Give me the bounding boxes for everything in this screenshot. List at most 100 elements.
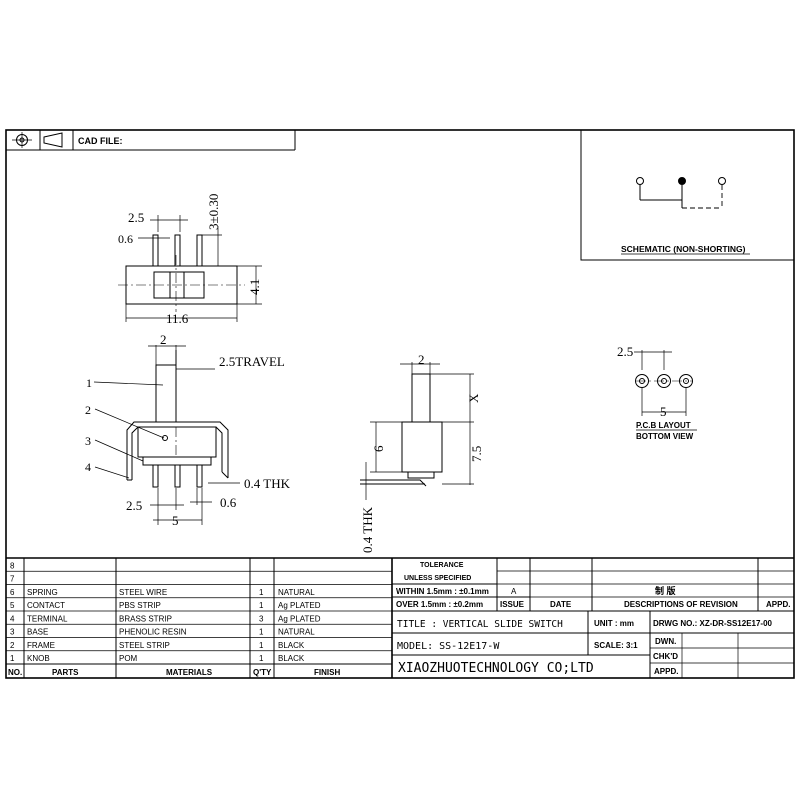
pcb-dim-pitch: 2.5: [617, 344, 633, 359]
bom-cell-no: 4: [10, 614, 15, 623]
bom-cell-finish: NATURAL: [278, 628, 315, 637]
side-dim-total: 7.5: [469, 446, 484, 462]
top-dim-body-height: 4.1: [247, 279, 262, 295]
bom-cell-no: 1: [10, 654, 15, 663]
front-thk-label: 0.4 THK: [244, 476, 291, 491]
pcb-sub-label: BOTTOM VIEW: [636, 432, 694, 441]
front-view-terminal: [174, 464, 181, 488]
bom-cell-qty: 1: [259, 601, 264, 610]
bom-cell-material: BRASS STRIP: [119, 614, 172, 623]
bom-cell-no: 6: [10, 588, 15, 597]
cad-file-header: CAD FILE:: [6, 130, 296, 151]
bom-cell-qty: 1: [259, 628, 264, 637]
revision-appd-header: APPD.: [766, 600, 790, 609]
bom-cell-material: STEEL STRIP: [119, 641, 170, 650]
schematic-label: SCHEMATIC (NON-SHORTING): [621, 244, 746, 254]
top-dim-pitch: 2.5: [128, 210, 144, 225]
tolerance-over: OVER 1.5mm : ±0.2mm: [396, 600, 483, 609]
drawing-title: TITLE : VERTICAL SLIDE SWITCH: [397, 619, 563, 630]
side-view-terminal: [360, 479, 427, 487]
bom-cell-finish: Ag PLATED: [278, 601, 321, 610]
bom-row: 4 TERMINAL BRASS STRIP 3 Ag PLATED: [10, 614, 321, 623]
top-dim-pin-height: 3±0.30: [206, 194, 221, 230]
bom-cell-no: 2: [10, 641, 15, 650]
bom-header-qty: Q'TY: [253, 668, 272, 677]
schematic-terminal-left: [636, 177, 644, 185]
bom-header-part: PARTS: [52, 668, 79, 677]
bom-cell-finish: Ag PLATED: [278, 614, 321, 623]
bom-cell-part: BASE: [27, 628, 48, 637]
front-dim-pin: 0.6: [220, 495, 237, 510]
tolerance-revision-block: TOLERANCE UNLESS SPECIFIED WITHIN 1.5mm …: [392, 558, 794, 612]
callout-4: 4: [85, 460, 91, 474]
pcb-dim-span: 5: [660, 404, 667, 419]
front-view-knob: [155, 364, 177, 423]
bom-cell-part: KNOB: [27, 654, 50, 663]
bom-cell-qty: 1: [259, 588, 264, 597]
checked-by-label: CHK'D: [653, 652, 678, 661]
pcb-label: P.C.B LAYOUT: [636, 421, 691, 430]
front-view-frame: [126, 421, 229, 480]
bom-row: 7: [10, 575, 15, 584]
bom-header-material: MATERIALS: [166, 668, 213, 677]
revision-letter: A: [511, 587, 517, 596]
top-view-pin: [196, 234, 203, 267]
front-travel-label: 2.5TRAVEL: [219, 354, 285, 369]
tolerance-title: TOLERANCE: [420, 562, 464, 569]
callout-3: 3: [85, 434, 91, 448]
projection-symbol-icon: [12, 132, 63, 148]
callout-1: 1: [86, 376, 92, 390]
front-view-terminal: [152, 464, 159, 488]
bom-cell-qty: 3: [259, 614, 264, 623]
top-view-pin: [174, 234, 181, 267]
bom-header-no: NO.: [8, 668, 22, 677]
approved-by-label: APPD.: [654, 667, 678, 676]
bom-cell-part: CONTACT: [27, 601, 65, 610]
bom-cell-no: 8: [10, 561, 15, 570]
bom-cell-finish: BLACK: [278, 654, 305, 663]
side-dim-body: 6: [371, 445, 386, 452]
bom-cell-material: POM: [119, 654, 138, 663]
side-view-body: [401, 421, 443, 473]
bom-row: 5 CONTACT PBS STRIP 1 Ag PLATED: [10, 601, 321, 610]
bom-header-row: NO. PARTS MATERIALS Q'TY FINISH: [8, 668, 340, 677]
front-view: 2 2.5TRAVEL 1 2 3 4 0.4 THK 2.5: [85, 332, 291, 528]
drawing-number: DRWG NO.: XZ-DR-SS12E17-00: [653, 619, 773, 628]
front-view-terminal: [196, 464, 203, 488]
drawing-scale: SCALE: 3:1: [594, 641, 638, 650]
bom-cell-part: FRAME: [27, 641, 55, 650]
bom-row: 8: [10, 561, 15, 570]
revision-desc-header: DESCRIPTIONS OF REVISION: [624, 600, 738, 609]
bom-cell-no: 7: [10, 575, 15, 584]
side-dim-knob: 2: [418, 352, 425, 367]
tolerance-within: WITHIN 1.5mm : ±0.1mm: [396, 587, 489, 596]
bom-cell-material: PBS STRIP: [119, 601, 161, 610]
tolerance-subtitle: UNLESS SPECIFIED: [404, 575, 471, 582]
drawing-model: MODEL: SS-12E17-W: [397, 641, 500, 652]
bom-cell-material: PHENOLIC RESIN: [119, 628, 187, 637]
company-name: XIAOZHUOTECHNOLOGY CO;LTD: [398, 661, 594, 676]
bom-cell-part: SPRING: [27, 588, 58, 597]
front-dim-span: 5: [172, 513, 179, 528]
drawn-by-label: DWN.: [655, 637, 676, 646]
bom-row: 3 BASE PHENOLIC RESIN 1 NATURAL: [10, 628, 315, 637]
top-view-pin: [152, 234, 159, 267]
front-view-base: [137, 426, 217, 458]
side-view-knob: [411, 373, 431, 423]
bom-cell-finish: NATURAL: [278, 588, 315, 597]
schematic-terminal-right: [718, 177, 726, 185]
bom-cell-part: TERMINAL: [27, 614, 68, 623]
bom-cell-no: 3: [10, 628, 15, 637]
side-dim-x: X: [466, 393, 481, 403]
top-dim-body-length: 11.6: [166, 311, 189, 326]
revision-date-header: DATE: [550, 600, 572, 609]
top-view: 2.5 0.6 3±0.30 4.1 11.6: [118, 194, 262, 326]
bom-header-finish: FINISH: [314, 668, 340, 677]
bom-cell-no: 5: [10, 601, 15, 610]
bom-cell-qty: 1: [259, 641, 264, 650]
